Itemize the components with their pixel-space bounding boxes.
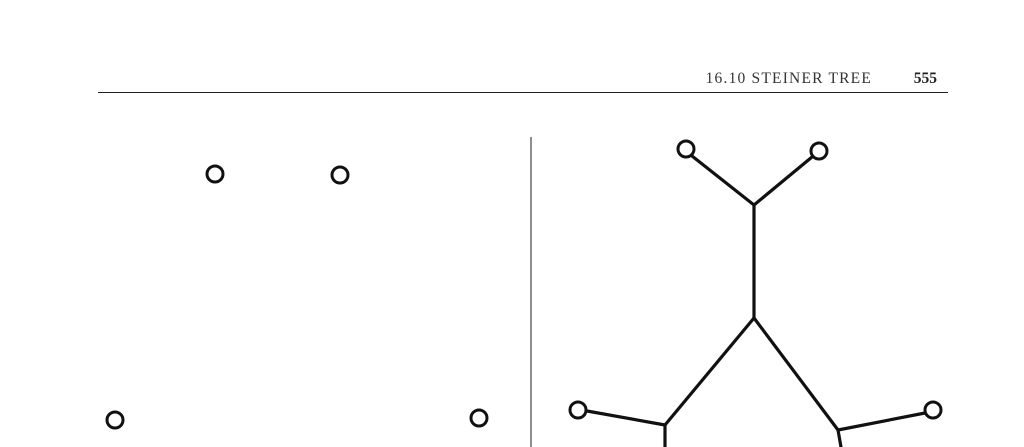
input-points-panel [105, 164, 489, 430]
terminal-points [568, 139, 943, 420]
input-point [205, 164, 225, 184]
terminal-point [568, 400, 588, 420]
tree-edge [585, 409, 667, 427]
input-point [469, 408, 489, 428]
terminal-point [809, 141, 829, 161]
terminal-point [676, 139, 696, 159]
tree-edge [690, 154, 756, 207]
tree-edge [752, 155, 814, 207]
input-point [330, 165, 350, 185]
tree-edge [836, 428, 843, 447]
page-number: 555 [913, 70, 937, 87]
tree-edges [585, 154, 927, 447]
terminal-point [923, 400, 943, 420]
running-header: 16.10 STEINER TREE 555 [98, 66, 948, 93]
tree-edge [836, 411, 927, 432]
input-point [105, 410, 125, 430]
steiner-tree-panel [568, 139, 943, 447]
tree-edge [663, 316, 756, 427]
section-title: 16.10 STEINER TREE [705, 70, 872, 87]
tree-edge [752, 316, 840, 432]
